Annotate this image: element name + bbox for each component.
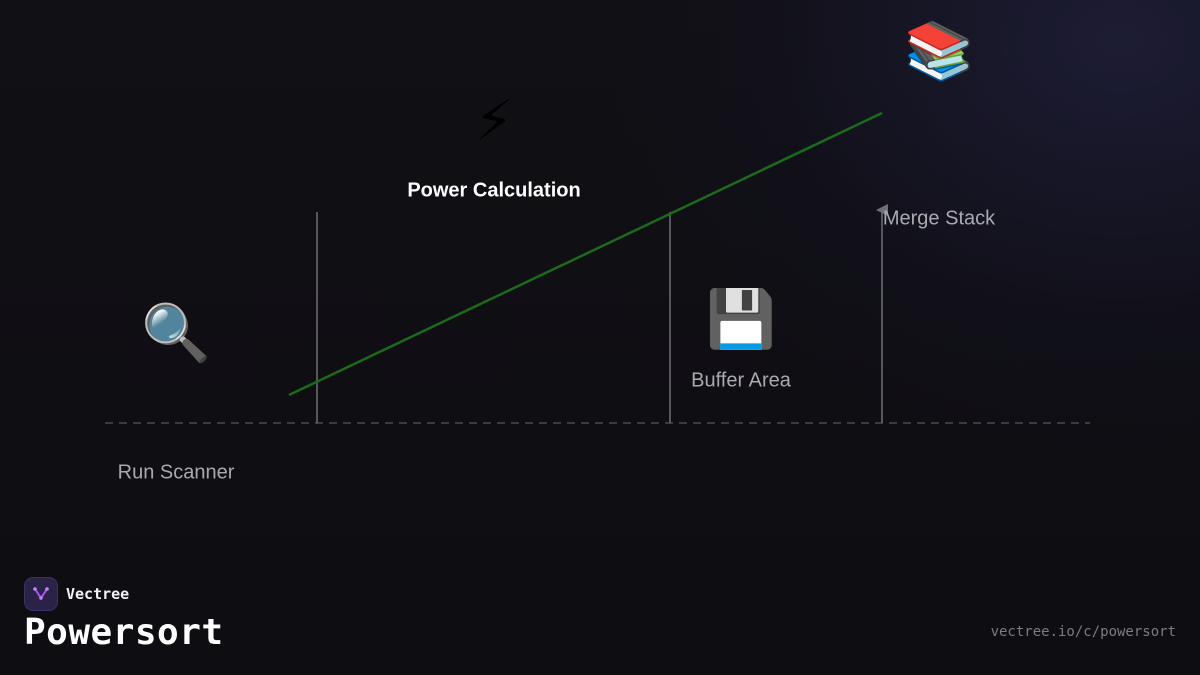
buffer-area-label: Buffer Area [691,369,791,392]
magnifying-glass-icon: 🔍 [141,301,211,366]
merge-stack-label: Merge Stack [882,207,996,230]
page-url: vectree.io/c/powersort [990,624,1176,640]
page-title: Powersort [24,612,224,653]
floppy-disk-icon: 💾 [706,287,776,352]
lightning-bolt-icon: ⚡ [474,89,514,154]
trend-line [288,111,883,397]
power-calculation-label: Power Calculation [407,179,581,202]
vectree-logo-icon [24,577,58,611]
stack-of-books-icon: 📚 [904,19,974,84]
run-scanner-label: Run Scanner [117,461,235,484]
brand: Vectree [24,577,129,611]
brand-name: Vectree [66,585,130,603]
